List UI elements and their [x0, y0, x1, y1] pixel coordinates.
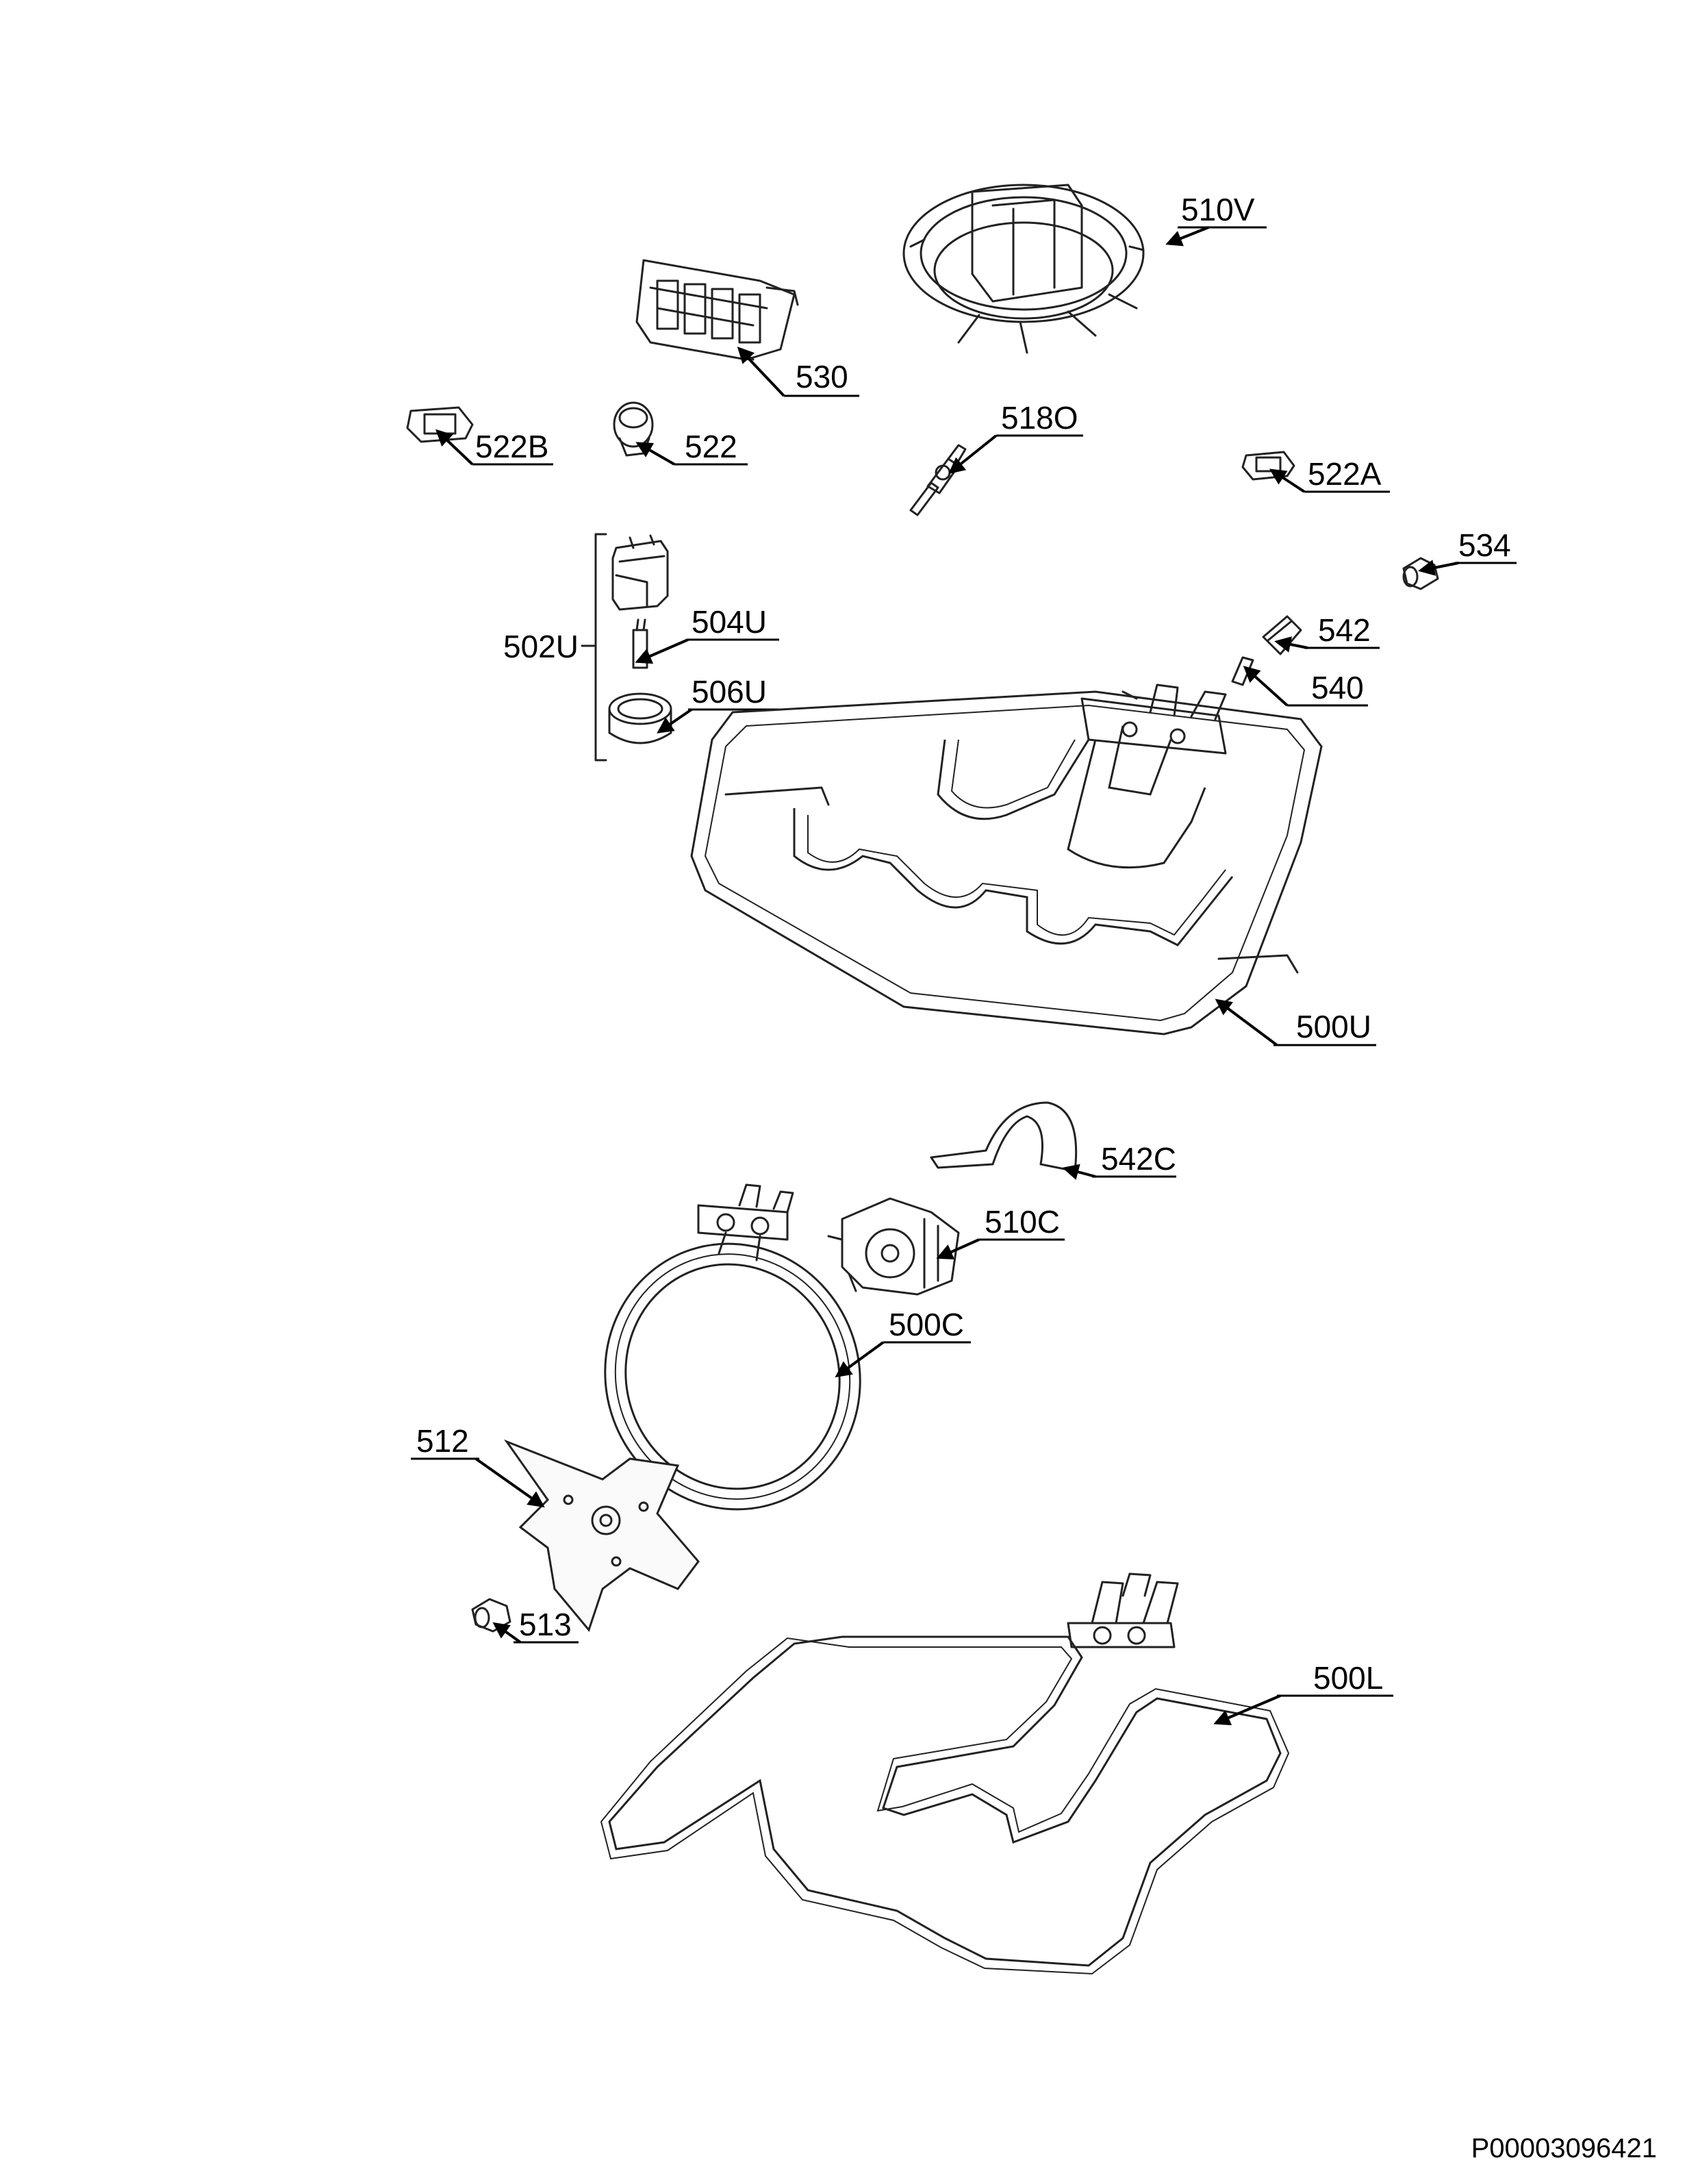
label-510V: 510V: [1181, 192, 1255, 227]
label-500C: 500C: [889, 1307, 964, 1342]
label-522B: 522B: [475, 429, 548, 464]
part-540-gasket: [1231, 656, 1254, 686]
label-500U: 500U: [1296, 1009, 1371, 1044]
part-510V-fan-motor: [902, 184, 1145, 354]
part-lamp-cover: [611, 534, 669, 611]
part-513-nut: [471, 1598, 511, 1633]
part-534-cap: [1402, 557, 1439, 590]
part-542C-insulation-strip: [930, 1101, 1078, 1172]
part-512-fan-blade: [503, 1439, 700, 1633]
label-540: 540: [1311, 670, 1364, 705]
label-504U: 504U: [692, 604, 767, 640]
part-522-lamp-clip: [613, 401, 654, 457]
label-530: 530: [796, 359, 848, 394]
part-502U-lamp-assembly: [581, 533, 607, 762]
label-522A: 522A: [1308, 456, 1382, 492]
part-500L-lower-heater: [600, 1572, 1290, 1975]
label-500L: 500L: [1313, 1660, 1383, 1696]
part-500U-upper-heater: [690, 683, 1323, 1035]
part-506U-lamp-glass: [608, 692, 672, 744]
label-512: 512: [416, 1423, 469, 1459]
document-code: P00003096421: [1471, 2133, 1657, 2163]
label-513: 513: [519, 1607, 572, 1642]
label-518O: 518O: [1001, 400, 1078, 436]
part-510C-fan-motor: [827, 1197, 960, 1296]
label-534: 534: [1458, 527, 1511, 563]
part-500C-ring-heater: [604, 1183, 861, 1511]
label-522: 522: [685, 429, 737, 464]
label-506U: 506U: [692, 674, 767, 710]
part-530-terminal-block: [635, 259, 799, 361]
part-518O-sensor: [909, 444, 967, 516]
part-542-insulation: [1262, 615, 1302, 655]
part-522A-clip: [1241, 451, 1295, 481]
part-504U-bulb: [632, 618, 648, 669]
label-542: 542: [1318, 612, 1371, 648]
part-522B-clip: [406, 406, 474, 443]
label-510C: 510C: [985, 1204, 1060, 1240]
label-502U: 502U: [503, 629, 579, 664]
label-542C: 542C: [1101, 1141, 1176, 1177]
